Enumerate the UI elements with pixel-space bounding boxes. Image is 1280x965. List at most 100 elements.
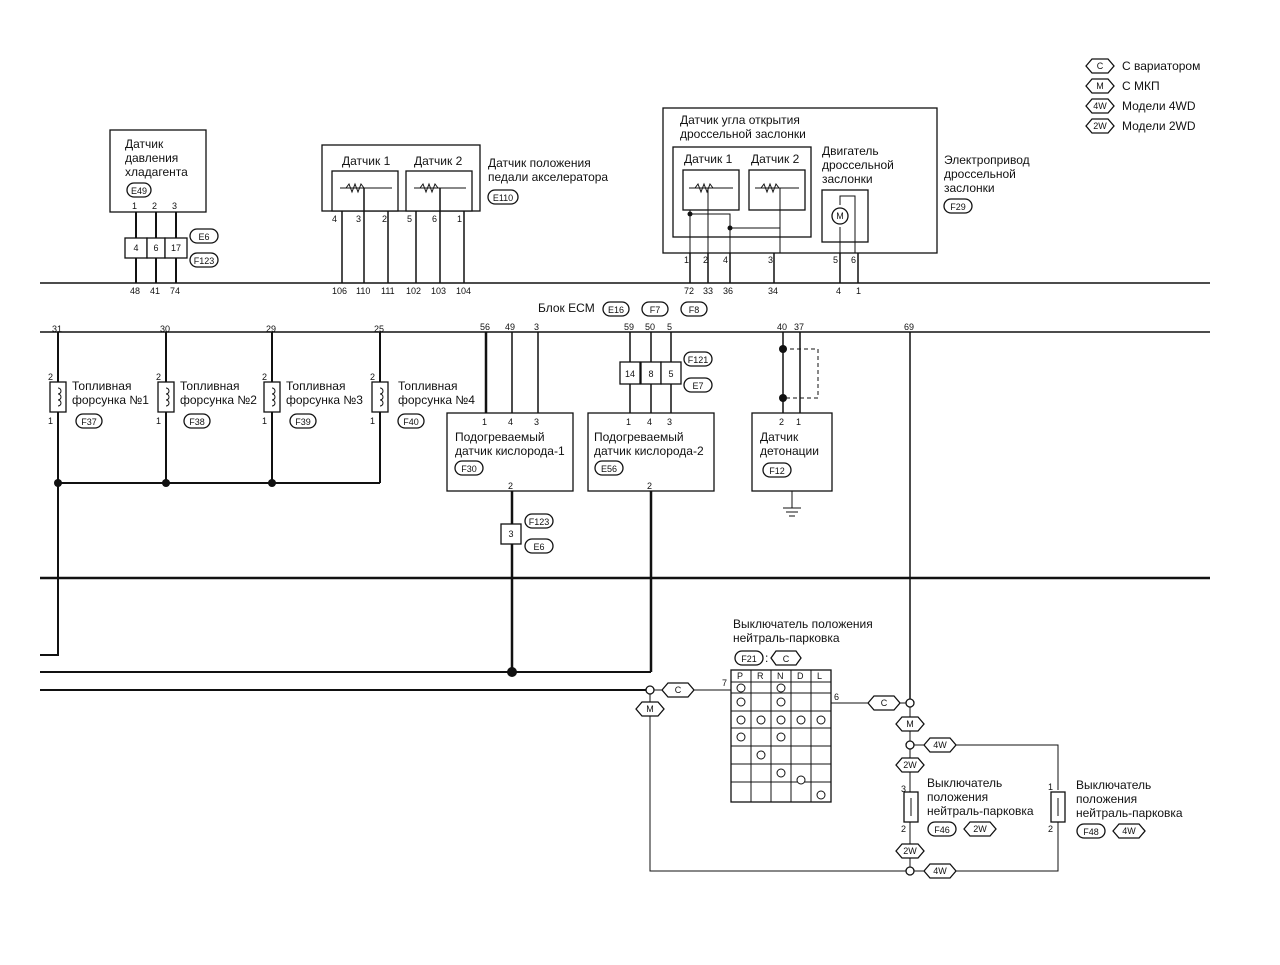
svg-text:4: 4 bbox=[508, 417, 513, 427]
svg-text:4: 4 bbox=[723, 255, 728, 265]
svg-text:72: 72 bbox=[684, 286, 694, 296]
svg-text:C: C bbox=[783, 654, 790, 664]
svg-text:1: 1 bbox=[262, 416, 267, 426]
ecm-pin-69-wire: 69 bbox=[904, 322, 914, 703]
svg-text:1: 1 bbox=[370, 416, 375, 426]
svg-text:нейтраль-парковка: нейтраль-парковка bbox=[733, 631, 840, 645]
throttle-actuator: Датчик угла открытия дроссельной заслонк… bbox=[662, 107, 1030, 296]
svg-text:положения: положения bbox=[1076, 792, 1137, 806]
svg-text:2: 2 bbox=[370, 372, 375, 382]
svg-text:F37: F37 bbox=[81, 417, 97, 427]
svg-text:49: 49 bbox=[505, 322, 515, 332]
svg-text:L: L bbox=[817, 671, 822, 681]
svg-text:заслонки: заслонки bbox=[944, 181, 995, 195]
svg-text:C: C bbox=[675, 685, 682, 695]
svg-text:40: 40 bbox=[777, 322, 787, 332]
svg-text:3: 3 bbox=[356, 214, 361, 224]
svg-text::: : bbox=[765, 651, 768, 665]
svg-text:дроссельной заслонки: дроссельной заслонки bbox=[680, 127, 806, 141]
svg-text:2: 2 bbox=[152, 201, 157, 211]
svg-text:Датчик 1: Датчик 1 bbox=[684, 152, 733, 166]
svg-text:Топливная: Топливная bbox=[286, 379, 345, 393]
svg-text:56: 56 bbox=[480, 322, 490, 332]
svg-text:Выключатель: Выключатель bbox=[1076, 778, 1151, 792]
svg-text:датчик кислорода-2: датчик кислорода-2 bbox=[594, 444, 704, 458]
svg-text:Модели 4WD: Модели 4WD bbox=[1122, 99, 1196, 113]
svg-text:F38: F38 bbox=[189, 417, 205, 427]
svg-text:4W: 4W bbox=[933, 866, 947, 876]
svg-text:F8: F8 bbox=[689, 305, 700, 315]
svg-text:2W: 2W bbox=[973, 824, 987, 834]
svg-text:дроссельной: дроссельной bbox=[944, 167, 1016, 181]
svg-text:F12: F12 bbox=[769, 466, 785, 476]
svg-text:48: 48 bbox=[130, 286, 140, 296]
svg-text:30: 30 bbox=[160, 324, 170, 334]
svg-text:M: M bbox=[906, 719, 914, 729]
svg-text:41: 41 bbox=[150, 286, 160, 296]
svg-text:P: P bbox=[737, 671, 743, 681]
svg-text:1: 1 bbox=[156, 416, 161, 426]
svg-text:F21: F21 bbox=[741, 654, 757, 664]
svg-text:Модели 2WD: Модели 2WD bbox=[1122, 119, 1196, 133]
svg-text:104: 104 bbox=[456, 286, 471, 296]
svg-text:E110: E110 bbox=[493, 193, 513, 203]
svg-text:Датчик угла открытия: Датчик угла открытия bbox=[680, 113, 800, 127]
svg-text:D: D bbox=[797, 671, 804, 681]
svg-text:74: 74 bbox=[170, 286, 180, 296]
svg-text:4: 4 bbox=[836, 286, 841, 296]
svg-text:59: 59 bbox=[624, 322, 634, 332]
svg-text:103: 103 bbox=[431, 286, 446, 296]
svg-text:2: 2 bbox=[382, 214, 387, 224]
svg-text:2: 2 bbox=[508, 481, 513, 491]
pnp-switch-4wd: 1 2 Выключатель положения нейтраль-парко… bbox=[1048, 778, 1183, 839]
svg-text:2: 2 bbox=[156, 372, 161, 382]
svg-text:M: M bbox=[646, 704, 654, 714]
svg-text:Датчик: Датчик bbox=[125, 137, 164, 151]
svg-text:4: 4 bbox=[133, 243, 138, 253]
svg-text:3: 3 bbox=[667, 417, 672, 427]
svg-text:4: 4 bbox=[332, 214, 337, 224]
svg-text:E49: E49 bbox=[131, 186, 147, 196]
svg-text:4W: 4W bbox=[933, 740, 947, 750]
svg-text:E6: E6 bbox=[533, 542, 544, 552]
svg-text:F123: F123 bbox=[194, 256, 215, 266]
svg-text:E16: E16 bbox=[608, 305, 624, 315]
svg-text:M: M bbox=[1096, 81, 1104, 91]
svg-text:С вариатором: С вариатором bbox=[1122, 59, 1200, 73]
svg-text:форсунка №1: форсунка №1 bbox=[72, 393, 149, 407]
svg-text:1: 1 bbox=[856, 286, 861, 296]
svg-text:педали акселератора: педали акселератора bbox=[488, 170, 608, 184]
svg-text:Двигатель: Двигатель bbox=[822, 144, 879, 158]
svg-text:2W: 2W bbox=[903, 846, 917, 856]
svg-text:Подогреваемый: Подогреваемый bbox=[594, 430, 684, 444]
svg-text:111: 111 bbox=[381, 286, 395, 296]
svg-text:Топливная: Топливная bbox=[398, 379, 457, 393]
svg-text:хладагента: хладагента bbox=[125, 165, 188, 179]
svg-text:Датчик: Датчик bbox=[760, 430, 799, 444]
pnp-switch-cvt: Выключатель положения нейтраль-парковка … bbox=[650, 617, 873, 803]
conditional-wiring: C M C M 4W 2W 2W 4W bbox=[635, 682, 1059, 879]
svg-text:2W: 2W bbox=[1093, 121, 1107, 131]
svg-text:8: 8 bbox=[648, 369, 653, 379]
svg-text:6: 6 bbox=[153, 243, 158, 253]
svg-text:F40: F40 bbox=[403, 417, 419, 427]
svg-text:С МКП: С МКП bbox=[1122, 79, 1160, 93]
svg-text:2: 2 bbox=[779, 417, 784, 427]
svg-text:1: 1 bbox=[796, 417, 801, 427]
ecm-label: Блок ECM bbox=[538, 301, 595, 315]
svg-text:3: 3 bbox=[768, 255, 773, 265]
svg-text:F7: F7 bbox=[650, 305, 661, 315]
svg-text:2W: 2W bbox=[903, 760, 917, 770]
svg-text:14: 14 bbox=[625, 369, 635, 379]
svg-text:1: 1 bbox=[684, 255, 689, 265]
svg-text:Топливная: Топливная bbox=[72, 379, 131, 393]
svg-text:форсунка №2: форсунка №2 bbox=[180, 393, 257, 407]
svg-text:34: 34 bbox=[768, 286, 778, 296]
